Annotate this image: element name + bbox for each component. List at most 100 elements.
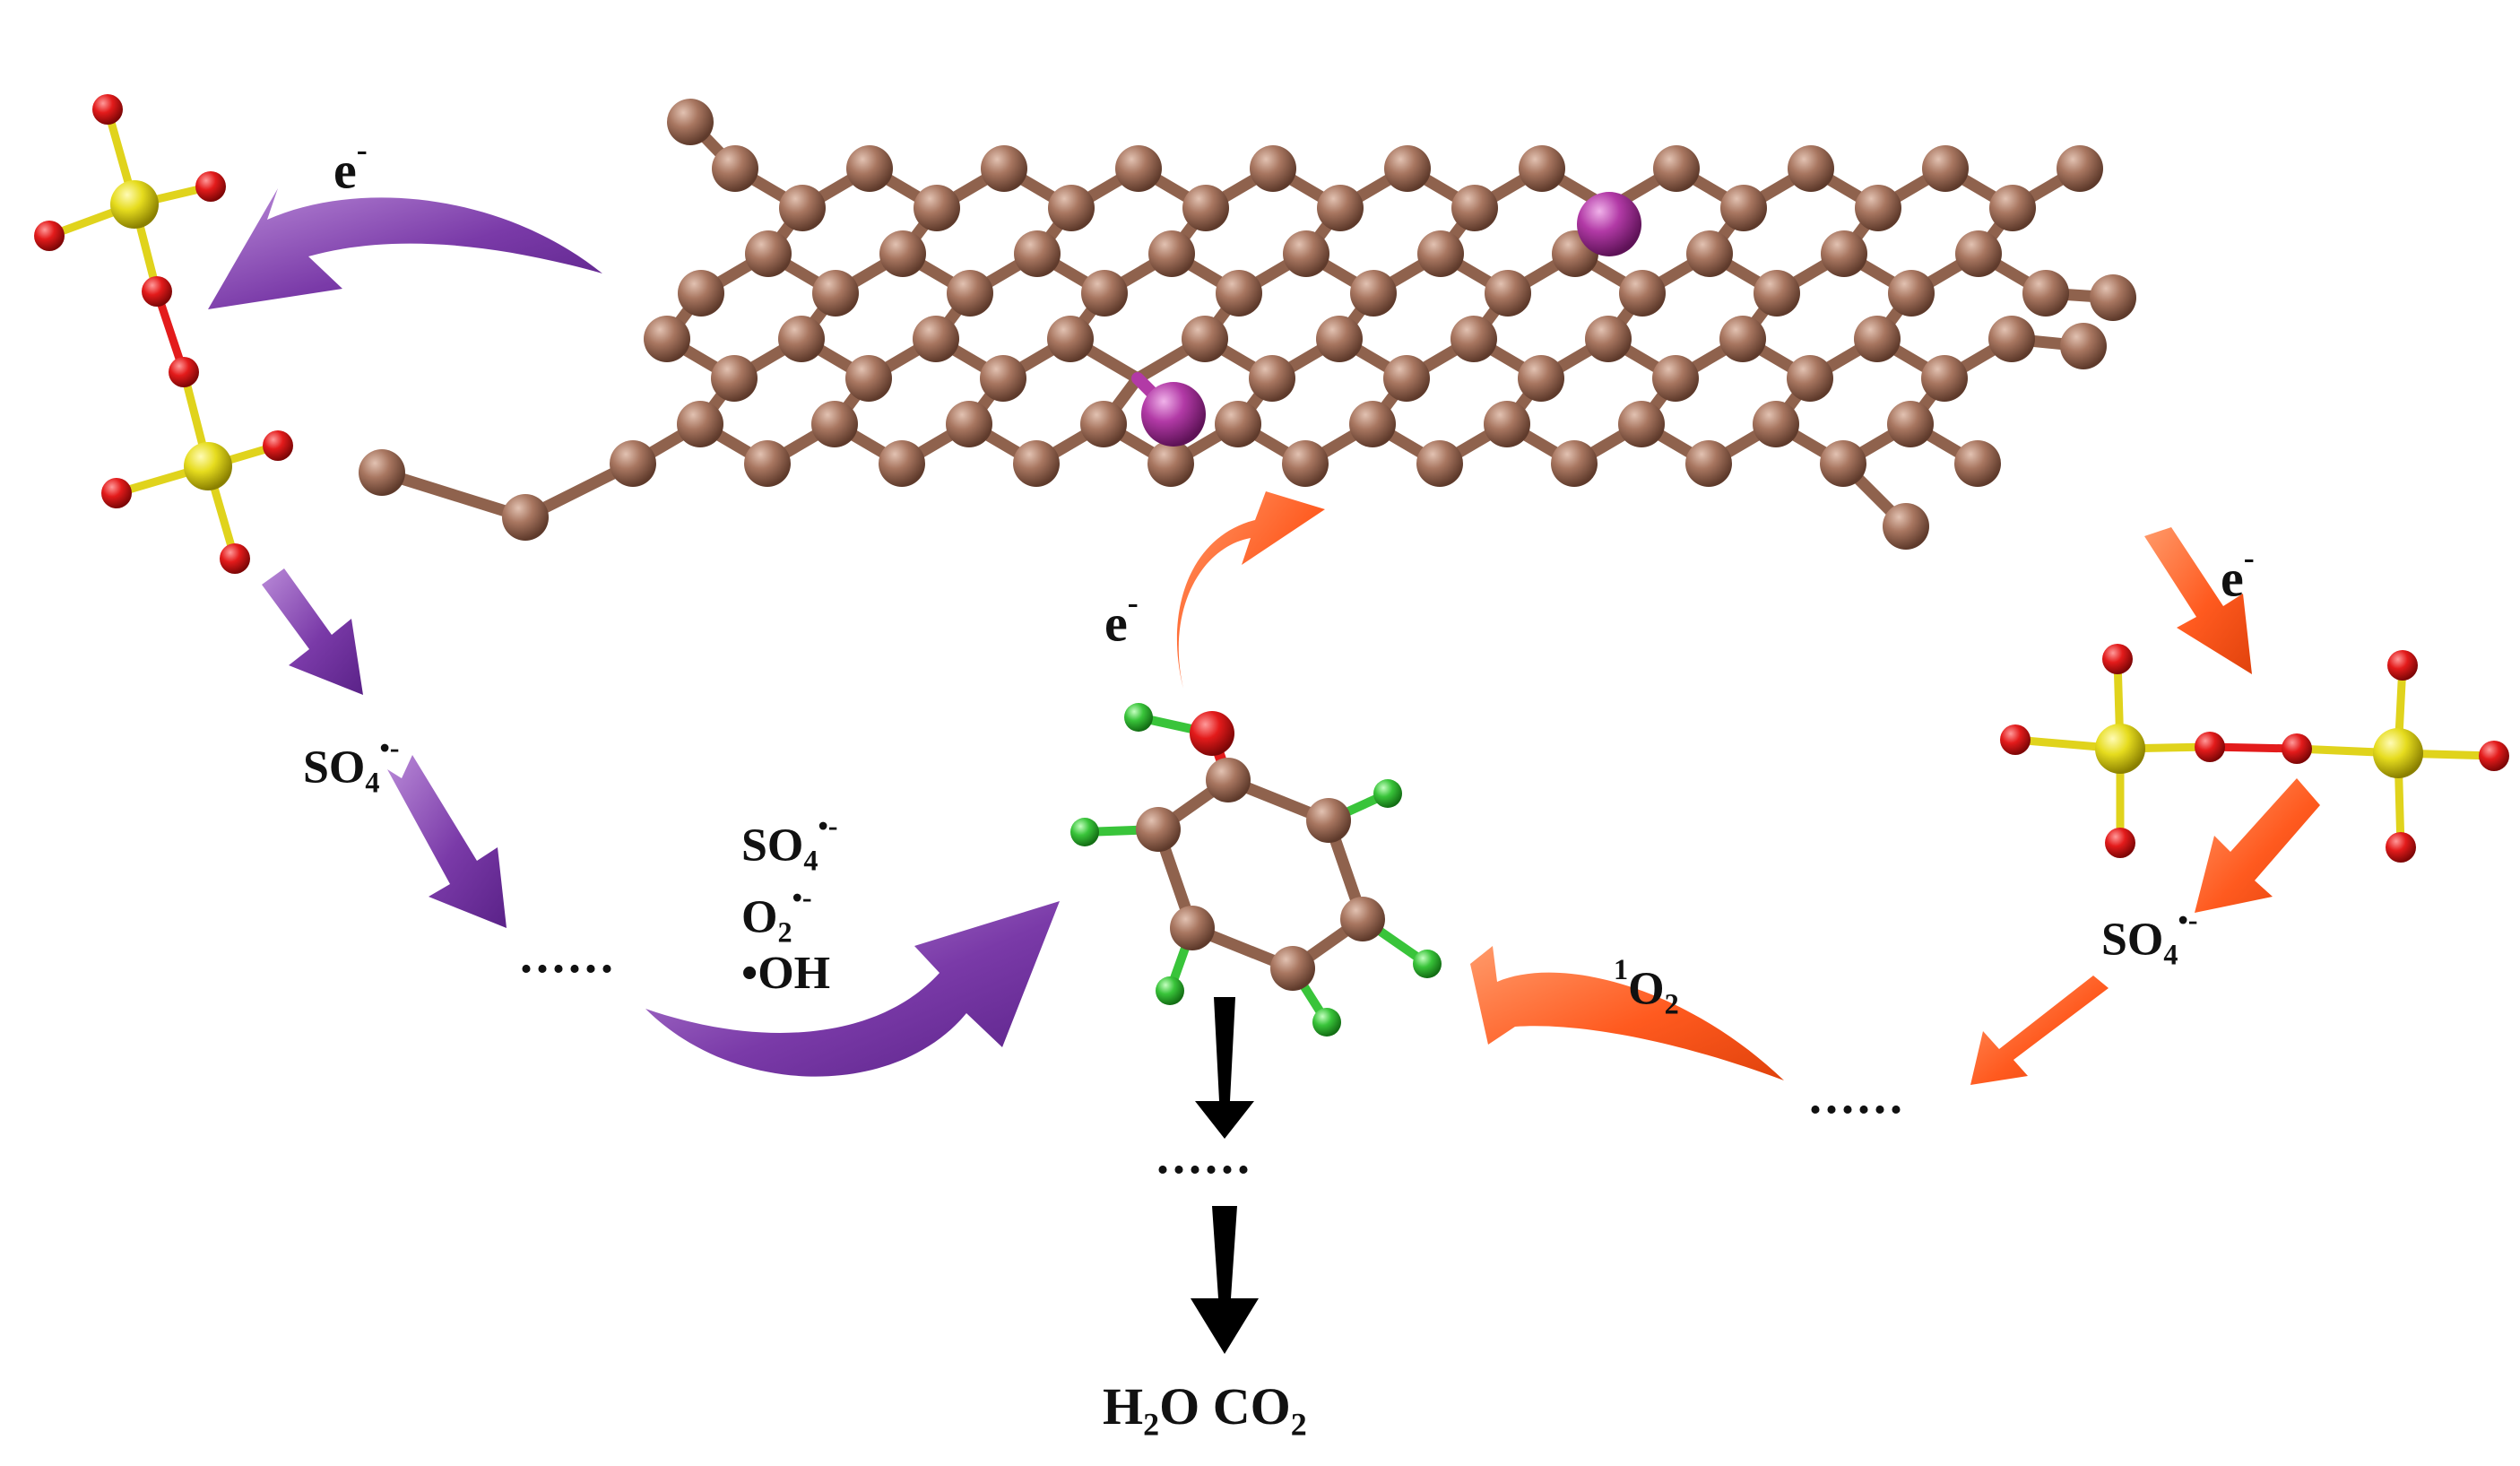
carbon-atom [1147, 440, 1194, 487]
carbon-atom [1652, 355, 1699, 402]
oxygen-atom [263, 430, 293, 461]
product-carbon-dioxide: CO2 [1212, 1377, 1307, 1443]
oxygen-atom [34, 221, 65, 251]
carbon-atom [2090, 274, 2136, 321]
oxygen-atom [2479, 741, 2509, 771]
carbon-atom [1988, 316, 2035, 362]
carbon-atom [1014, 230, 1061, 277]
oxygen-atom [1190, 711, 1234, 756]
carbon-atom [1989, 185, 2036, 231]
carbon-atom [1754, 270, 1800, 317]
oxygen-atom [92, 94, 123, 125]
sulfur-atom [184, 442, 232, 490]
oxygen-atom [142, 276, 172, 307]
carbon-atom [1854, 316, 1901, 362]
carbon-atom [1888, 270, 1935, 317]
carbon-atom [1306, 798, 1351, 843]
sulfate-radical-label-right: SO4•- [2101, 904, 2198, 971]
carbon-atom [1013, 440, 1060, 487]
carbon-atom [946, 401, 992, 447]
carbon-atom [1283, 230, 1329, 277]
carbon-atom [1182, 185, 1229, 231]
sulfur-atom [110, 180, 159, 229]
carbon-atom [1686, 230, 1733, 277]
electron-transfer-arrow-left [208, 188, 602, 309]
electron-label-left: e- [333, 132, 368, 200]
carbon-atom [1182, 316, 1228, 362]
ellipsis-bottom: ...... [1156, 1129, 1253, 1184]
carbon-atom [1788, 145, 1834, 192]
carbon-atom [1855, 185, 1901, 231]
carbon-atom [1215, 401, 1261, 447]
carbon-atom [779, 185, 826, 231]
sulfur-atom [2373, 728, 2423, 778]
carbon-atom [1451, 185, 1498, 231]
carbon-atom [745, 230, 792, 277]
fluorine-atom [1312, 1008, 1341, 1037]
oxygen-atom [2000, 724, 2031, 755]
singlet-oxygen-label: 1O2 [1614, 953, 1679, 1020]
pollutant-molecule [1070, 703, 1442, 1037]
carbon-atom [778, 316, 825, 362]
carbon-atom [980, 355, 1026, 402]
carbon-atom [1417, 230, 1464, 277]
oxygen-atom [101, 478, 132, 508]
carbon-atom [712, 145, 758, 192]
carbon-atom [1883, 503, 1929, 550]
carbon-atom [879, 440, 925, 487]
electron-label-center: e- [1104, 585, 1139, 653]
carbon-atom [846, 145, 893, 192]
fluorine-atom [1413, 950, 1442, 978]
oxygen-atom [220, 543, 250, 574]
carbon-atom [359, 449, 405, 496]
carbon-atom [1250, 145, 1296, 192]
species-sulfate-radical: SO4•- [741, 810, 838, 877]
carbon-atom [811, 401, 858, 447]
carbon-atom [2057, 145, 2103, 192]
carbon-atom [1921, 355, 1968, 402]
persulfate-molecule-right [2000, 644, 2509, 863]
oxygen-atom [2102, 644, 2133, 674]
carbon-atom [879, 230, 926, 277]
carbon-atom [1148, 230, 1195, 277]
carbon-atom [678, 270, 724, 317]
carbon-atom [1618, 401, 1665, 447]
carbon-atom [1518, 355, 1564, 402]
fluorine-atom [1373, 779, 1402, 808]
carbon-atom [1316, 316, 1363, 362]
singlet-oxygen-arrow [1470, 946, 1784, 1080]
electron-donation-arrow [1176, 491, 1325, 689]
carbon-atom [1136, 807, 1181, 852]
carbon-atom [1350, 270, 1397, 317]
graphene-sheet [359, 99, 2136, 550]
carbon-atom [1115, 145, 1162, 192]
carbon-atom [981, 145, 1027, 192]
oxygen-atom [169, 357, 199, 387]
carbon-atom [1685, 440, 1732, 487]
carbon-atom [1317, 185, 1364, 231]
carbon-atom [1955, 230, 2002, 277]
carbon-atom [1270, 946, 1315, 991]
oxygen-atom [195, 171, 226, 202]
carbon-atom [1753, 401, 1799, 447]
carbon-atom [502, 494, 549, 541]
carbon-atom [1349, 401, 1396, 447]
carbon-atom [644, 316, 690, 362]
carbon-bond [376, 466, 532, 524]
degradation-arrow-2 [1191, 1206, 1259, 1354]
carbon-atom [1080, 401, 1127, 447]
sulfate-radical-label-left: SO4•- [303, 732, 400, 799]
sulfur-atom [2095, 724, 2145, 774]
carbon-atom [1653, 145, 1700, 192]
carbon-atom [1551, 440, 1598, 487]
carbon-atom [913, 316, 959, 362]
carbon-atom [1485, 270, 1531, 317]
dopant-atom [1577, 192, 1641, 256]
carbon-atom [1216, 270, 1262, 317]
carbon-atom [1519, 145, 1565, 192]
carbon-atom [1821, 230, 1867, 277]
ellipsis-right: ...... [1809, 1069, 1906, 1124]
carbon-atom [711, 355, 758, 402]
